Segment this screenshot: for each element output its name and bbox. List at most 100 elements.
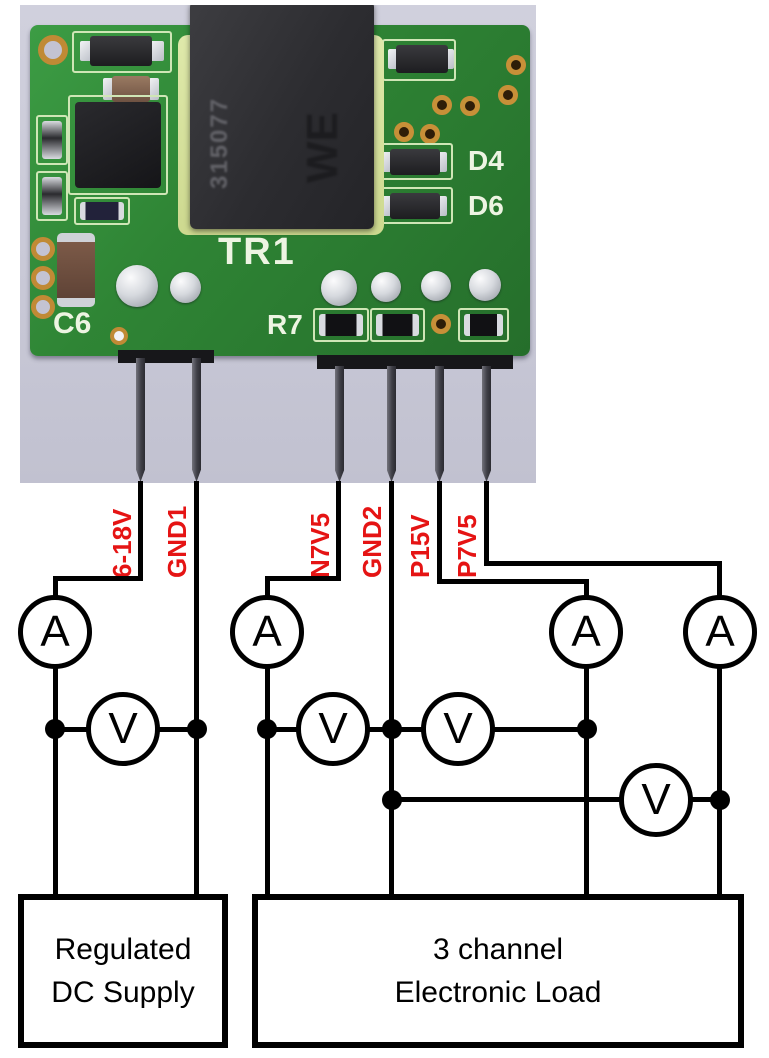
silkscreen-outline [36,115,68,165]
wire-p15v-bend [437,579,589,584]
transformer-marking-logo: WE [298,112,347,183]
wire-n7v5-stub [265,576,270,598]
resistor-r7-label: R7 [267,309,303,340]
wire-p15v-mid [584,664,589,732]
pin-label-n7v5: N7V5 [305,512,335,578]
via [506,55,526,75]
wire-p15v-stub [584,579,589,600]
solder-joint [116,265,158,307]
wire-v4-left [389,797,622,802]
pin-gnd2 [387,366,396,482]
regulated-dc-supply-box: Regulated DC Supply [18,894,228,1048]
silkscreen-outline [458,308,509,342]
capacitor-c6-label: C6 [53,307,92,340]
silkscreen-outline [72,31,172,73]
wire-p7v5-stub [717,561,722,600]
diode-d4-label: D4 [468,145,504,176]
wire-p7v5-mid [717,664,722,803]
wire-6-18v-lower [53,729,58,895]
ammeter-letter: A [40,607,70,656]
junction-dot [382,790,402,810]
pin-label-p7v5: P7V5 [452,514,482,578]
solder-joint [170,272,201,303]
junction-dot [45,719,65,739]
diode-d6-component [390,193,440,219]
wire-v4-right [690,797,722,802]
wire-6-18v-drop [138,481,143,581]
junction-dot [710,790,730,810]
pin-p15v [435,366,444,482]
voltmeter-letter: V [108,704,138,753]
ammeter-input: A [18,595,92,669]
resistor-component [42,177,62,215]
solder-pad [150,41,164,61]
junction-dot [187,719,207,739]
pin-header-right [317,355,513,369]
ammeter-p7v5: A [683,595,757,669]
edge-hole [31,295,55,319]
via [498,85,518,105]
resistor-component [464,314,503,336]
electronic-load-box: 3 channel Electronic Load [252,894,744,1048]
capacitor-c6-component [57,233,95,307]
ammeter-letter: A [705,607,735,656]
resistor-component [80,202,124,220]
junction-dot [257,719,277,739]
voltmeter-n7v5: V [296,692,370,766]
wire-p7v5-lower [717,800,722,895]
voltmeter-letter: V [641,775,671,824]
diode-d6-label: D6 [468,190,504,221]
wire-6-18v-mid [53,664,58,732]
diode-component [90,36,152,66]
pin-6-18v [136,358,145,482]
via-hole [110,327,128,345]
silkscreen-outline [74,197,130,225]
solder-pad [149,78,159,100]
mounting-hole [38,35,68,65]
transformer-tr1: 315077 WE [190,5,374,229]
pcb-photo: D4 D6 TR1 C6 R7 [20,5,536,483]
silkscreen-outline [36,171,68,221]
edge-hole [31,266,55,290]
wire-p15v-lower [584,729,589,895]
pin-p7v5 [482,366,491,482]
wire-v2-left [265,727,299,732]
voltmeter-letter: V [443,704,473,753]
wire-v2-right [367,727,394,732]
load-label-line1: 3 channel [432,932,564,966]
solder-joint [321,270,357,306]
resistor-component [376,314,419,336]
wire-v1-right [157,727,199,732]
pin-label-gnd1: GND1 [162,505,192,578]
pin-label-6-18v: 6-18V [107,508,137,578]
wire-n7v5-mid [265,664,270,732]
voltmeter-input: V [86,692,160,766]
wire-p7v5-bend [484,561,722,566]
resistor-component [42,121,62,159]
pin-label-gnd2: GND2 [357,505,387,578]
diode-d4-component [390,149,440,175]
ic-component [75,102,161,188]
pin-gnd1 [192,358,201,482]
junction-dot [382,719,402,739]
wire-v1-left [53,727,89,732]
solder-joint [371,272,401,302]
solder-joint [469,269,501,301]
ammeter-p15v: A [549,595,623,669]
via [431,314,451,334]
wire-v3-right [492,727,589,732]
capacitor-component [112,76,150,102]
edge-hole [31,237,55,261]
voltmeter-p15v: V [421,692,495,766]
wire-p15v-drop [437,481,442,584]
wire-gnd1 [194,481,199,895]
pin-label-p15v: P15V [405,514,435,578]
solder-joint [421,271,451,301]
via [460,96,480,116]
ammeter-n7v5: A [230,595,304,669]
load-label-line2: Electronic Load [394,975,602,1009]
silkscreen-outline [68,95,168,195]
wire-gnd2 [389,481,394,895]
wire-6-18v-stub [53,576,58,598]
